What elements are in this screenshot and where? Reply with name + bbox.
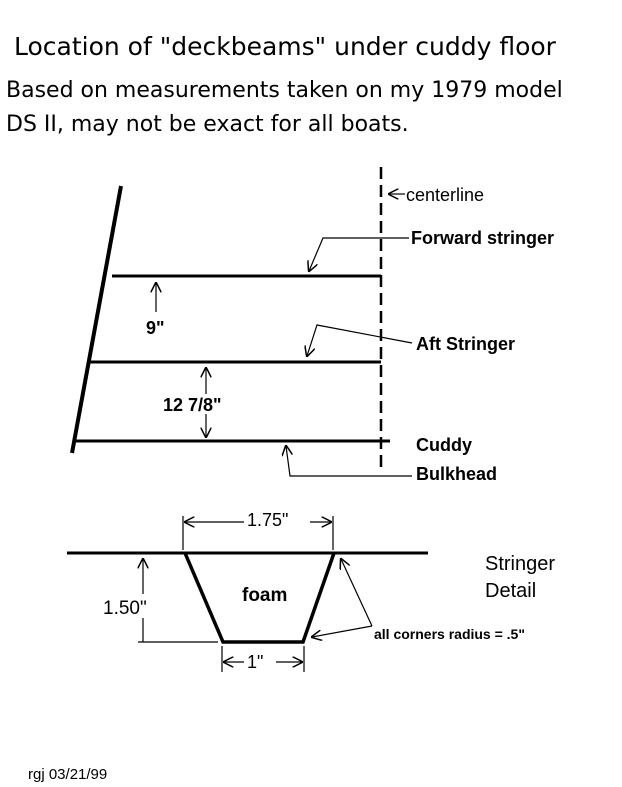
dim-forward-to-aft-label: 9" [146,318,165,338]
forward-stringer-label: Forward stringer [411,228,554,248]
diagram-title: Location of "deckbeams" under cuddy floo… [14,32,556,61]
height-label-background [102,594,166,618]
diagram-subtitle: Based on measurements taken on my 1979 m… [6,74,563,142]
dim-label-background [161,394,249,414]
subtitle-line-2: DS II, may not be exact for all boats. [6,112,409,137]
stringer-detail-title-line1: Stringer [485,553,555,575]
bulkhead-label: Bulkhead [416,464,497,484]
dim-aft-to-bulkhead-label: 12 7/8" [163,395,222,415]
corner-radius-note: all corners radius = .5" [374,626,525,642]
aft-stringer-label: Aft Stringer [416,334,515,354]
detail-height-label: 1.50" [103,598,147,619]
cuddy-label: Cuddy [416,435,472,455]
centerline-label: centerline [406,185,484,205]
top-width-label-background [244,508,310,530]
detail-top-width-label: 1.75" [247,510,288,530]
cuddy-bulkhead-pointer [286,446,412,477]
signature: rgj 03/21/99 [28,766,107,783]
aft-stringer-pointer [307,324,413,356]
hull-side-line [70,185,123,454]
stringer-detail-title-line2: Detail [485,580,536,602]
foam-label: foam [242,585,287,606]
bottom-width-label-background [244,650,276,672]
corner-note-pointer-upper [341,559,373,627]
subtitle-line-1: Based on measurements taken on my 1979 m… [6,78,563,103]
corner-note-pointer-lower [312,625,373,637]
forward-stringer-pointer [309,237,409,271]
stringer-profile [183,552,336,644]
detail-bottom-width-label: 1" [247,652,263,672]
